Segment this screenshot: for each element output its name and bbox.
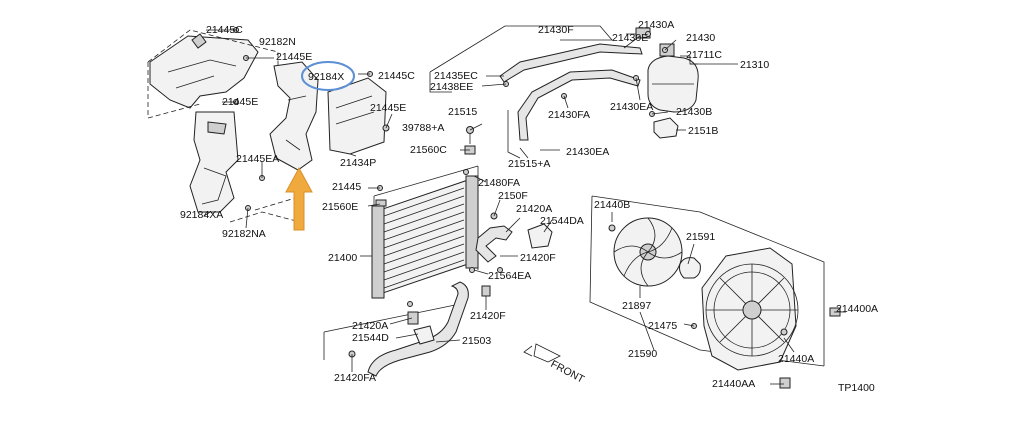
label-21420F-b: 21420F (470, 310, 506, 322)
radiator-hose-group (475, 212, 553, 273)
label-21420FA: 21420FA (334, 372, 376, 384)
fan-assembly-group (589, 195, 841, 389)
label-2151B: 2151B (688, 125, 718, 137)
label-21430E: 21430E (612, 32, 648, 44)
label-21440B: 21440B (594, 199, 630, 211)
upper-air-guide (149, 35, 259, 109)
label-ref-code: TP1400 (838, 382, 875, 394)
label-21430B: 21430B (676, 106, 712, 118)
side-air-guide-left (189, 111, 239, 213)
label-21445E-a: 21445E (276, 51, 312, 63)
label-21430F: 21430F (538, 24, 574, 36)
left-group-outline (147, 29, 279, 119)
label-21434P: 21434P (340, 157, 376, 169)
label-21515: 21515 (448, 106, 477, 118)
air-guide-group (147, 27, 390, 223)
label-92182N: 92182N (259, 36, 296, 48)
label-21591: 21591 (686, 231, 715, 243)
label-21430FA: 21430FA (548, 109, 590, 121)
radiator-group (371, 126, 479, 307)
label-21430EA-a: 21430EA (610, 101, 653, 113)
label-21400: 21400 (328, 252, 357, 264)
label-21430EA-b: 21430EA (566, 146, 609, 158)
label-21445EA: 21445EA (236, 153, 279, 165)
label-21430A: 21430A (638, 19, 674, 31)
label-92184XA: 92184XA (180, 209, 223, 221)
label-21445-d: 21445 (332, 181, 361, 193)
front-indicator (523, 343, 561, 363)
lower-hose-bracket (323, 303, 461, 360)
label-21560E: 21560E (322, 201, 358, 213)
label-21438EE: 21438EE (430, 81, 473, 93)
reservoir-hose-group (429, 25, 699, 159)
fan-blade-21897 (613, 217, 683, 287)
lower-hose-21503 (367, 281, 469, 377)
bracket-21544DA (527, 223, 553, 249)
label-front: FRONT (549, 358, 587, 386)
label-21544DA: 21544DA (540, 215, 584, 227)
label-21440A: 21440A (778, 353, 814, 365)
label-214400A: 214400A (836, 303, 878, 315)
reservoir-hose-21430F (499, 43, 643, 83)
label-39788A: 39788+A (402, 122, 444, 134)
label-21564EA: 21564EA (488, 270, 531, 282)
group-bracket-21515 (429, 25, 613, 93)
label-2150F: 2150F (498, 190, 528, 202)
label-21440AA: 21440AA (712, 378, 755, 390)
lower-hose-group (323, 281, 491, 377)
fan-motor-21591 (679, 257, 701, 279)
label-21420A-a: 21420A (516, 203, 552, 215)
label-21445C-top: 21445C (206, 24, 243, 36)
label-21445C-b: 21445C (378, 70, 415, 82)
label-21420A-b: 21420A (352, 320, 388, 332)
label-21503: 21503 (462, 335, 491, 347)
label-21590: 21590 (628, 348, 657, 360)
label-21445E-c: 21445E (370, 102, 406, 114)
side-plate-21434P (327, 77, 387, 155)
label-21711C: 21711C (686, 49, 722, 61)
part-labels: 21445C 92182N 21445E 92184X 21445C 21445… (180, 19, 878, 394)
leader-lines (203, 29, 846, 385)
label-92182NA: 92182NA (222, 228, 266, 240)
label-21310: 21310 (740, 59, 769, 71)
hose-21420A-upper (475, 225, 513, 263)
reservoir-bracket-2151B (653, 117, 679, 139)
label-21475: 21475 (648, 320, 677, 332)
reservoir-hose-21430FA (517, 69, 641, 141)
label-21445E-b: 21445E (222, 96, 258, 108)
label-21897: 21897 (622, 300, 651, 312)
label-21515A: 21515+A (508, 158, 550, 170)
label-21560C: 21560C (410, 144, 447, 156)
label-21544D: 21544D (352, 332, 389, 344)
label-92184X: 92184X (308, 71, 344, 83)
label-21435EC: 21435EC (434, 70, 478, 82)
label-21480FA: 21480FA (478, 177, 520, 189)
highlight-arrow-icon (285, 166, 313, 231)
highlight-circle-92184X (301, 61, 355, 91)
label-21430: 21430 (686, 32, 715, 44)
label-21420F-a: 21420F (520, 252, 556, 264)
